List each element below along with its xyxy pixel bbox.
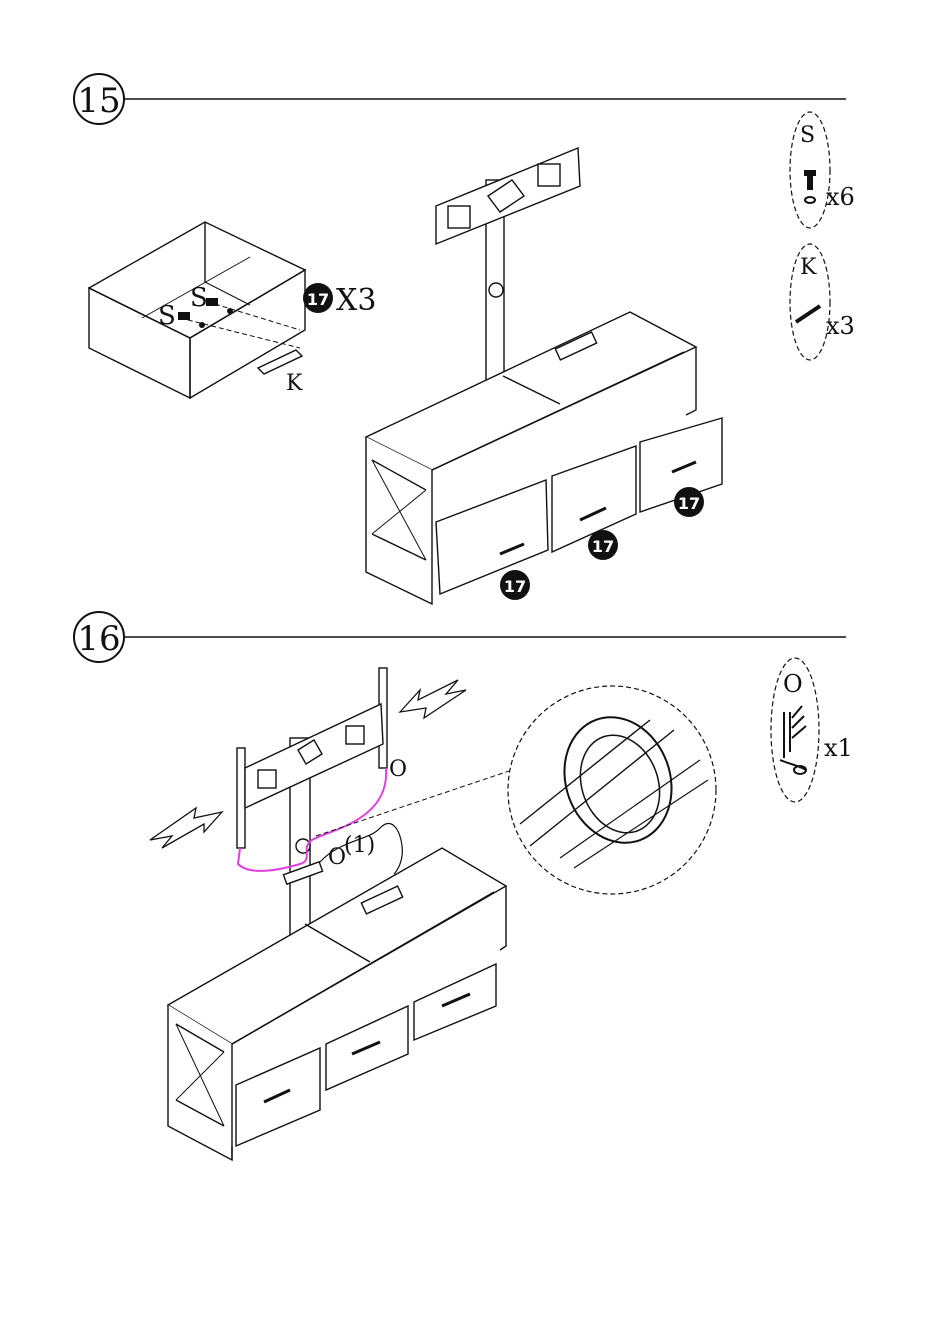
tv-stand-step16 bbox=[168, 668, 506, 1160]
legend-cable-tie-o: O x1 bbox=[771, 658, 853, 802]
step-16: 16 bbox=[74, 612, 853, 1160]
cable-tie-label: O bbox=[389, 757, 407, 782]
svg-text:17: 17 bbox=[592, 537, 614, 556]
step-number-16: 16 bbox=[74, 612, 124, 662]
screw-label-2: S bbox=[190, 283, 208, 313]
svg-text:17: 17 bbox=[678, 494, 700, 513]
svg-text:17: 17 bbox=[504, 577, 526, 596]
sub-step-label: (1) bbox=[344, 833, 375, 858]
callout-17-a: 17 bbox=[500, 570, 530, 600]
tv-stand-step15 bbox=[366, 148, 722, 604]
zoom-detail bbox=[508, 686, 716, 894]
legend-dowel-k: K x3 bbox=[790, 244, 855, 360]
svg-text:16: 16 bbox=[77, 619, 120, 659]
legend-screw-s: S x6 bbox=[790, 112, 855, 228]
callout-17-b: 17 bbox=[588, 530, 618, 560]
screw-icon bbox=[804, 170, 816, 203]
dowel-label: K bbox=[286, 371, 303, 396]
step-15: 15 S S K 17 X3 bbox=[74, 74, 855, 604]
cable-tie-icon bbox=[780, 706, 806, 774]
dowel-icon bbox=[796, 306, 820, 322]
drawer-part-badge: 17 bbox=[303, 283, 333, 313]
screw-label: S bbox=[158, 301, 176, 331]
drawer-qty: X3 bbox=[336, 283, 376, 318]
svg-text:O: O bbox=[783, 670, 803, 698]
svg-text:S: S bbox=[800, 123, 815, 148]
svg-text:x3: x3 bbox=[826, 312, 855, 340]
svg-text:15: 15 bbox=[77, 81, 120, 121]
svg-text:17: 17 bbox=[307, 290, 329, 309]
svg-text:x1: x1 bbox=[824, 734, 853, 762]
svg-text:K: K bbox=[800, 255, 817, 280]
step-number-15: 15 bbox=[74, 74, 124, 124]
svg-text:x6: x6 bbox=[826, 183, 855, 211]
callout-17-c: 17 bbox=[674, 487, 704, 517]
